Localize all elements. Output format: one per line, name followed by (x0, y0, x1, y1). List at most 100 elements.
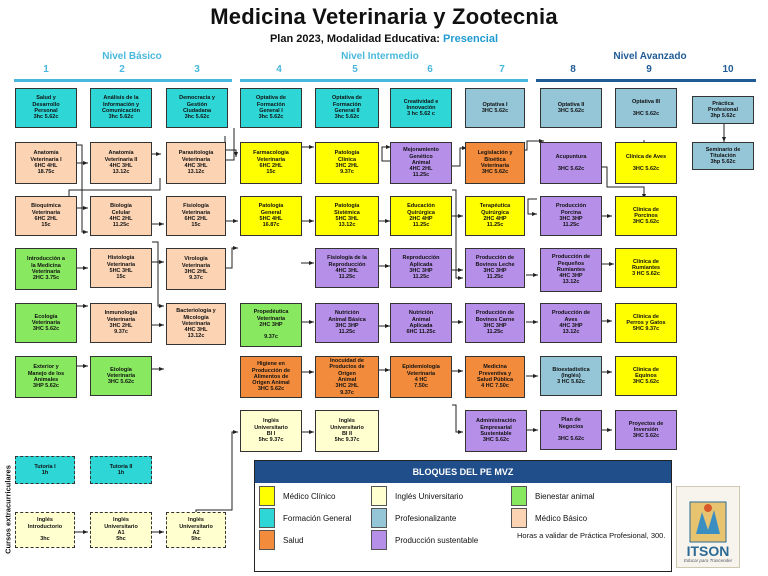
legend-item: Médico Básico (511, 507, 587, 529)
course-ingles-a2[interactable]: Inglés Universitario A2 5hc (166, 512, 226, 548)
course-tutoria-2[interactable]: Tutoría II 1h (90, 456, 152, 484)
subtitle-prefix: Plan 2023, Modalidad Educativa: (269, 33, 440, 45)
page-subtitle: Plan 2023, Modalidad Educativa: Presenci… (0, 33, 768, 45)
course-optativa-fg-2[interactable]: Optativa de Formación General II 3hc 5.6… (315, 88, 379, 128)
course-seminario-titulacion[interactable]: Seminario de Titulación 3hp 5.62c (692, 142, 754, 170)
course-educacion-quirurgica[interactable]: Educación Quirúrgica 2HC 4HP 11.25c (390, 196, 452, 236)
logo-slogan: Educar para Trascender (683, 558, 733, 563)
semester-10: 10 (722, 64, 734, 75)
course-clinica-equinos[interactable]: Clínica de Equinos 3HC 5.62c (615, 356, 677, 396)
itson-emblem-icon (689, 501, 727, 543)
course-nutricion-aplicada[interactable]: Nutrición Animal Aplicada 6HC 11.25c (390, 303, 452, 343)
legend-item: Formación General (259, 507, 351, 529)
legend-label: Médico Clínico (283, 491, 336, 501)
course-legislacion-bioetica[interactable]: Legislación y Bioética Veterinaria 3HC 5… (465, 142, 525, 184)
legend-label: Profesionalizante (395, 513, 457, 523)
semester-6: 6 (427, 64, 433, 75)
course-clinica-aves[interactable]: Clínica de Aves 3HC 5.62c (615, 142, 677, 184)
course-reproduccion-aplicada[interactable]: Reproducción Aplicada 3HC 3HP 11.25c (390, 248, 452, 288)
course-optativa-ii[interactable]: Optativa II 3HC 5.62c (540, 88, 602, 128)
course-mejoramiento-genetico[interactable]: Mejoramiento Genético Animal 4HC 2HL 11.… (390, 142, 452, 184)
course-exterior-manejo[interactable]: Exterior y Manejo de los Animales 3HP 5.… (15, 356, 77, 398)
course-bovinos-carne[interactable]: Producción de Bovinos Carne 3HC 3HP 11.2… (465, 303, 525, 343)
course-inocuidad-productos[interactable]: Inocuidad de Productos de Origen Animal … (315, 356, 379, 398)
legend-swatch-profesionalizante (371, 508, 387, 528)
legend-title: BLOQUES DEL PE MVZ (255, 461, 671, 483)
level-basico: Nivel Básico (102, 51, 162, 62)
course-introduccion-medicina[interactable]: Introducción a la Medicina Veterinaria 2… (15, 248, 77, 290)
legend-swatch-salud (259, 530, 275, 550)
course-optativa-iii[interactable]: Optativa III 3HC 5.62c (615, 88, 677, 128)
course-propedeutica[interactable]: Propedéutica Veterinaria 2HC 3HP 9.37c (240, 303, 302, 347)
legend-swatch-formacion (259, 508, 275, 528)
course-administracion-empresarial[interactable]: Administración Empresarial Sustentable 3… (465, 410, 527, 452)
course-fisiologia[interactable]: Fisiología Veterinaria 6HC 2HL 15c (166, 196, 226, 236)
course-optativa-fg-1[interactable]: Optativa de Formación General I 3hc 5.62… (240, 88, 302, 128)
course-clinica-perros-gatos[interactable]: Clínica de Perros y Gatos 5HC 9.37c (615, 303, 677, 343)
semester-8: 8 (570, 64, 576, 75)
course-histologia[interactable]: Histología Veterinaria 5HC 3HL 15c (90, 248, 152, 288)
course-farmacologia[interactable]: Farmacología Veterinaria 6HC 2HL 15c (240, 142, 302, 184)
level-intermedio: Nivel Intermedio (341, 51, 419, 62)
legend-note: Horas a validar de Práctica Profesional,… (517, 531, 666, 540)
level-basico-bar (14, 79, 232, 82)
course-salud-desarrollo-personal[interactable]: Salud y Desarrollo Personal 3hc 5.62c (15, 88, 77, 128)
course-democracia-gestion[interactable]: Democracia y Gestión Ciudadana 3hc 5.62c (166, 88, 228, 128)
course-anatomia-veterinaria-1[interactable]: Anatomía Veterinaria I 6HC 4HL 18.75c (15, 142, 77, 184)
course-pequenos-rumiantes[interactable]: Producción de Pequeños Rumiantes 4HC 3HP… (540, 248, 602, 292)
extracurricular-label: Cursos extracurriculares (3, 465, 13, 554)
course-bioestadistica[interactable]: Bioestadística (Inglés) 3 HC 5.62c (540, 356, 602, 396)
course-etologia[interactable]: Etología Veterinaria 3HC 5.62c (90, 356, 152, 396)
course-optativa-i[interactable]: Optativa I 3HC 5.62c (465, 88, 525, 128)
course-tutoria-1[interactable]: Tutoría I 1h (15, 456, 75, 484)
course-ingles-bi-2[interactable]: Inglés Universitario BI II 5hc 9.37c (315, 410, 379, 452)
course-produccion-aves[interactable]: Producción de Aves 4HC 3HP 13.12c (540, 303, 602, 343)
legend-label: Salud (283, 535, 304, 545)
course-plan-negocios[interactable]: Plan de Negocios 3HC 5.62c (540, 410, 602, 450)
course-bioquimica[interactable]: Bioquímica Veterinaria 6HC 2HL 15c (15, 196, 77, 236)
legend-item: Médico Clínico (259, 485, 335, 507)
course-virologia[interactable]: Virología Veterinaria 3HC 2HL 9.37c (166, 248, 226, 290)
course-ingles-a1[interactable]: Inglés Universitario A1 5hc (90, 512, 152, 548)
itson-logo: ITSON Educar para Trascender (676, 486, 740, 568)
semester-5: 5 (352, 64, 358, 75)
level-avanzado: Nivel Avanzado (613, 51, 687, 62)
semester-2: 2 (119, 64, 125, 75)
course-ingles-bi-1[interactable]: Inglés Universitario BI I 5hc 9.37c (240, 410, 302, 452)
course-biologia-celular[interactable]: Biología Celular 4HC 2HL 11.25c (90, 196, 152, 236)
course-clinica-porcinos[interactable]: Clínica de Porcinos 3HC 5.62c (615, 196, 677, 236)
semester-4: 4 (276, 64, 282, 75)
legend-swatch-medico-clinico (259, 486, 275, 506)
course-patologia-clinica[interactable]: Patología Clínica 3HC 2HL 9.37c (315, 142, 379, 184)
course-terapeutica-quirurgica[interactable]: Terapéutica Quirúrgica 2HC 4HP 11.25c (465, 196, 525, 236)
course-acupuntura[interactable]: Acupuntura 3HC 5.62c (540, 142, 602, 184)
course-proyectos-inversion[interactable]: Proyectos de Inversión 3HC 5.62c (615, 410, 677, 450)
course-fisiologia-reproduccion[interactable]: Fisiología de la Reproducción 4HC 3HL 11… (315, 248, 379, 288)
level-intermedio-bar (240, 79, 528, 82)
course-anatomia-veterinaria-2[interactable]: Anatomía Veterinaria II 4HC 3HL 13.12c (90, 142, 152, 184)
course-creatividad-innovacion[interactable]: Creatividad e Innovación 3 hc 5.62 c (390, 88, 452, 128)
legend-item: Inglés Universitario (371, 485, 463, 507)
course-bacteriologia-micologia[interactable]: Bacteriología y Micología Veterinaria 4H… (166, 303, 226, 345)
legend-swatch-produccion (371, 530, 387, 550)
course-nutricion-basica[interactable]: Nutrición Animal Básica 3HC 3HP 11.25c (315, 303, 379, 343)
legend-label: Inglés Universitario (395, 491, 464, 501)
course-bovinos-leche[interactable]: Producción de Bovinos Leche 3HC 3HP 11.2… (465, 248, 525, 288)
course-parasitologia[interactable]: Parasitología Veterinaria 4HC 3HL 13.12c (166, 142, 226, 184)
course-higiene-alimentos[interactable]: Higiene en Producción de Alimentos de Or… (240, 356, 302, 398)
course-ingles-introductorio[interactable]: Inglés Introductorio 3hc (15, 512, 75, 548)
course-patologia-sistemica[interactable]: Patología Sistémica 5HC 3HL 13.12c (315, 196, 379, 236)
legend-item: Profesionalizante (371, 507, 456, 529)
course-analisis-informacion[interactable]: Análisis de la Información y Comunicació… (90, 88, 152, 128)
course-clinica-rumiantes[interactable]: Clínica de Rumiantes 3 HC 5.62c (615, 248, 677, 288)
legend-label: Producción sustentable (395, 535, 479, 545)
semester-3: 3 (194, 64, 200, 75)
course-inmunologia[interactable]: Inmunología Veterinaria 3HC 2HL 9.37c (90, 303, 152, 343)
course-ecologia[interactable]: Ecología Veterinaria 3HC 5.62c (15, 303, 77, 343)
course-patologia-general[interactable]: Patología General 5HC 4HL 16.87c (240, 196, 302, 236)
course-medicina-preventiva[interactable]: Medicina Preventiva y Salud Pública 4 HC… (465, 356, 525, 398)
course-practica-profesional[interactable]: Práctica Profesional 3hp 5.62c (692, 96, 754, 124)
course-epidemiologia[interactable]: Epidemiología Veterinaria 4 HC 7.50c (390, 356, 452, 398)
course-produccion-porcina[interactable]: Producción Porcina 3HC 3HP 11.25c (540, 196, 602, 236)
semester-7: 7 (499, 64, 505, 75)
